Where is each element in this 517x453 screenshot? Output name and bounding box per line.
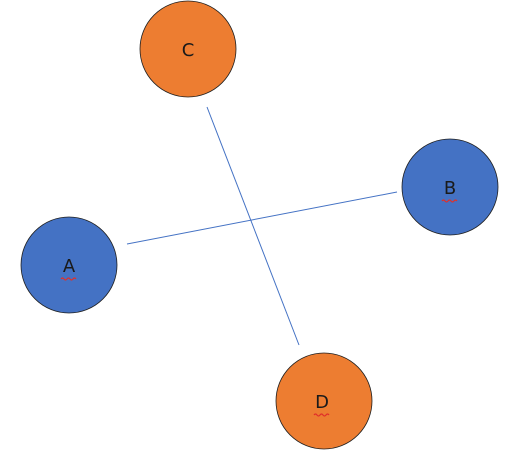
node-b[interactable]: B — [401, 138, 499, 236]
node-a-circle — [20, 216, 118, 314]
node-b-circle — [401, 138, 499, 236]
node-c[interactable]: C — [139, 0, 237, 98]
node-d-spellcheck-squiggle — [313, 413, 330, 417]
node-a-label: A — [63, 256, 76, 277]
node-c-label: C — [182, 40, 195, 61]
node-d[interactable]: D — [275, 352, 373, 450]
node-d-circle — [275, 352, 373, 450]
node-c-circle — [139, 0, 237, 98]
node-b-label: B — [444, 178, 456, 199]
node-d-label: D — [315, 392, 329, 413]
node-b-spellcheck-squiggle — [441, 199, 458, 203]
edge-a-b — [126, 191, 398, 245]
node-a[interactable]: A — [20, 216, 118, 314]
node-a-spellcheck-squiggle — [60, 277, 77, 281]
edge-c-d — [206, 106, 300, 346]
